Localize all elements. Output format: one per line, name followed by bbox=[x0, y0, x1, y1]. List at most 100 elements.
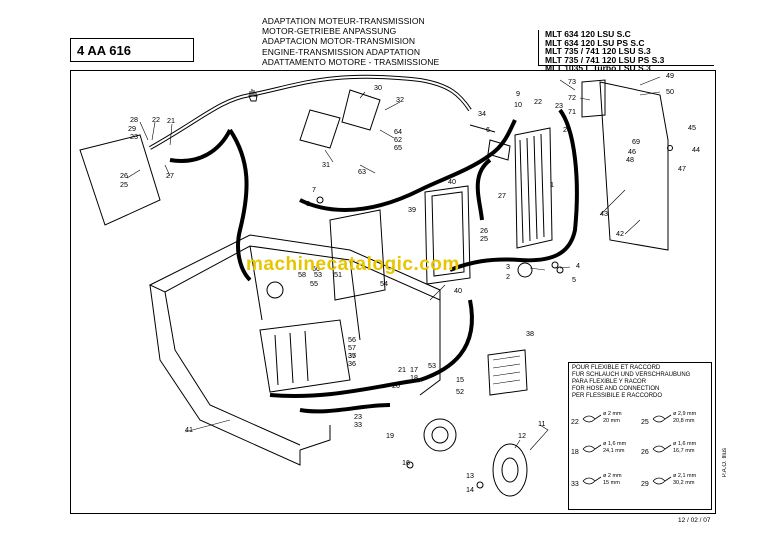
leader-line bbox=[184, 419, 549, 451]
title-block: ADAPTATION MOTEUR-TRANSMISSION MOTOR-GET… bbox=[262, 16, 439, 67]
callout: 51 bbox=[334, 270, 342, 279]
callout: 62 bbox=[394, 135, 402, 144]
legend-header-line: PER FLESSIBILE E RACCORDO bbox=[572, 393, 663, 399]
legend-item-spec: ø 2,9 mm bbox=[673, 411, 697, 417]
bolt bbox=[266, 281, 284, 299]
legend-clip-icons bbox=[582, 414, 672, 485]
callout: 27 bbox=[498, 191, 506, 200]
callout: 5 bbox=[572, 275, 576, 284]
callout: 46 bbox=[628, 147, 636, 156]
callout: 37 bbox=[348, 351, 356, 360]
bracket-plate bbox=[469, 124, 496, 133]
callout: 10 bbox=[514, 100, 522, 109]
callout: 28 bbox=[130, 115, 138, 124]
legend-item-spec: 30,2 mm bbox=[673, 480, 695, 486]
callout: 11 bbox=[538, 419, 546, 428]
callout: 35 bbox=[348, 351, 356, 360]
callout: 16 bbox=[402, 458, 410, 467]
transmission-block bbox=[274, 334, 279, 386]
callout: 4 bbox=[576, 261, 580, 270]
legend-item-spec: 20,8 mm bbox=[673, 418, 695, 424]
chassis-outline bbox=[249, 245, 263, 321]
bolt bbox=[667, 145, 673, 151]
leader-line bbox=[429, 266, 571, 301]
hose-line bbox=[169, 129, 232, 163]
legend-item-spec: 24,1 mm bbox=[603, 448, 625, 454]
callout: 3 bbox=[506, 262, 510, 271]
shield-plate bbox=[599, 81, 669, 251]
callout: 48 bbox=[626, 155, 634, 164]
callout: 15 bbox=[456, 375, 464, 384]
leader-line bbox=[126, 121, 173, 179]
callout: 23 bbox=[555, 101, 563, 110]
callout: 52 bbox=[456, 387, 464, 396]
model-item: MLT 735 / 741 120 LSU S.3 bbox=[545, 46, 651, 57]
callout: 63 bbox=[358, 167, 366, 176]
callout: 25 bbox=[120, 180, 128, 189]
legend-header-line: PARA FLEXIBLE Y RACOR bbox=[572, 379, 647, 385]
legend-item-spec: ø 2 mm bbox=[603, 411, 622, 417]
bolt bbox=[316, 196, 324, 204]
callout: 23 bbox=[354, 412, 362, 421]
model-item: MLT 735 / 741 120 LSU PS S.3 bbox=[545, 54, 665, 65]
hose-line bbox=[299, 119, 517, 212]
hinge-bracket bbox=[581, 79, 606, 118]
callout: 1 bbox=[550, 180, 554, 189]
callout: 22 bbox=[152, 115, 160, 124]
legend-header-line: FUR SCHLAUCH UND VERSCHRAUBUNG bbox=[572, 372, 691, 378]
callout: 50 bbox=[666, 87, 674, 96]
transmission-block bbox=[259, 319, 351, 393]
callout: 36 bbox=[348, 359, 356, 368]
callout: 24 bbox=[563, 125, 571, 134]
callout: 25 bbox=[480, 234, 488, 243]
title-de: MOTOR-GETRIEBE ANPASSUNG bbox=[262, 26, 397, 37]
title-fr: ADAPTATION MOTEUR-TRANSMISSION bbox=[262, 16, 425, 26]
dash-panel bbox=[79, 134, 161, 226]
transmission-block bbox=[289, 332, 294, 384]
reference-code: 4 AA 616 bbox=[77, 43, 131, 58]
callout: 53 bbox=[314, 270, 322, 279]
model-item: MLT 1035 L Turbo LSU S.3 bbox=[545, 63, 651, 74]
callout: 72 bbox=[568, 93, 576, 102]
pump-body bbox=[431, 426, 449, 444]
cooler-core bbox=[519, 139, 524, 244]
side-panel bbox=[424, 185, 471, 285]
clip-icon bbox=[582, 476, 602, 485]
callout: 45 bbox=[688, 123, 696, 132]
callout: 20 bbox=[392, 381, 400, 390]
callout: 53 bbox=[428, 361, 436, 370]
clip-icon bbox=[582, 444, 602, 453]
title-it: ADATTAMENTO MOTORE - TRASMISSIONE bbox=[262, 56, 440, 67]
clip-icon bbox=[582, 414, 602, 423]
callout: 40 bbox=[448, 177, 456, 186]
hose-line bbox=[149, 75, 471, 149]
legend-item-spec: 15 mm bbox=[603, 480, 620, 486]
hose-line bbox=[449, 108, 579, 272]
callout: 13 bbox=[466, 471, 474, 480]
warning-decal bbox=[492, 355, 521, 385]
legend-item-num: 29 bbox=[641, 481, 649, 488]
bolt bbox=[556, 266, 564, 274]
chassis-outline bbox=[349, 259, 361, 341]
callout: 14 bbox=[466, 485, 474, 494]
callout: 26 bbox=[120, 171, 128, 180]
legend-item-spec: ø 1,6 mm bbox=[603, 441, 627, 447]
side-panel bbox=[431, 191, 465, 277]
model-item: MLT 634 120 LSU PS S.C bbox=[545, 37, 645, 48]
callout: 47 bbox=[678, 164, 686, 173]
clip-icon bbox=[652, 476, 672, 485]
hose-line bbox=[299, 403, 391, 414]
cooler-core bbox=[514, 127, 553, 249]
title-en: ENGINE-TRANSMISSION ADAPTATION bbox=[262, 46, 421, 57]
hose-line bbox=[149, 74, 472, 150]
chassis-outline bbox=[149, 284, 301, 466]
legend-item-spec: ø 2,1 mm bbox=[673, 473, 697, 479]
callout: 32 bbox=[396, 95, 404, 104]
legend-item-num: 25 bbox=[641, 419, 649, 426]
clip-plate bbox=[341, 89, 381, 131]
cooler-core bbox=[540, 133, 545, 238]
model-item: MLT 634 120 LSU S.C bbox=[545, 29, 631, 39]
callout: 29 bbox=[128, 124, 136, 133]
callout: 39 bbox=[408, 205, 416, 214]
